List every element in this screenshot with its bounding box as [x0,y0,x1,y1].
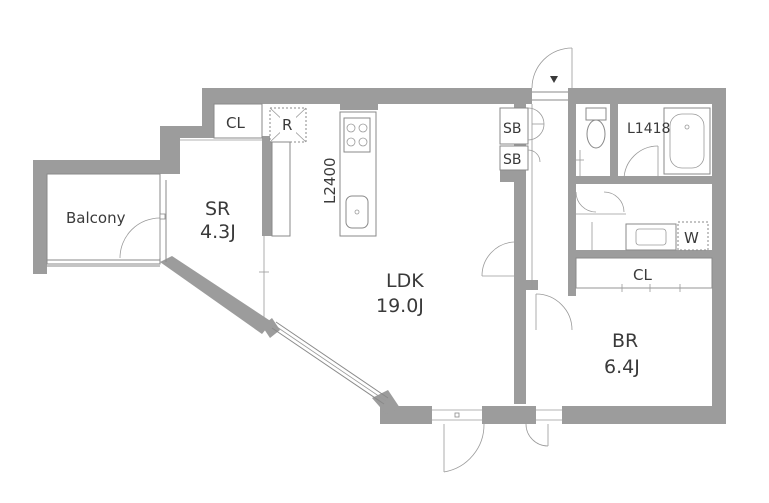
sr-closet-label: CL [226,114,245,132]
ldk-size: 19.0J [376,295,424,317]
toilet-icon [586,119,606,149]
br-closet-label: CL [633,266,652,284]
washer-icon [677,221,709,251]
fridge: R [269,107,307,143]
diagonal-window [271,321,389,405]
balcony-label: Balcony [66,209,126,227]
sr-name: SR [205,198,230,220]
br-size: 6.4J [604,356,640,378]
room-br: CL BR 6.4J [535,257,713,378]
balcony: Balcony [46,173,167,267]
washroom: W [575,191,709,251]
ldk-name: LDK [386,270,424,292]
fridge-label: R [282,116,292,134]
shoe-box-1-label: SB [503,121,522,137]
toilet-tank-icon [585,107,607,121]
walls [33,88,726,424]
wc [576,107,607,176]
sink-icon [345,195,369,229]
br-name: BR [612,330,638,352]
washbasin-icon [635,228,667,246]
bathroom: L1418 [623,107,711,181]
kitchen-length-label: L2400 [321,157,339,204]
bath-length-label: L1418 [627,121,670,137]
shoe-boxes: SB SB [499,104,545,290]
room-ldk: LDK 19.0J [376,241,515,317]
room-sr: CL SR 4.3J [180,103,269,320]
sr-size: 4.3J [200,221,236,243]
entrance [531,47,573,101]
stove-icon [343,117,371,153]
shoe-box-2-label: SB [503,152,522,168]
washer-label: W [684,229,699,247]
bottom-doors [432,409,562,473]
kitchen: L2400 [271,111,377,237]
entrance-arrow-icon [550,76,558,83]
bathtub-icon [663,107,711,175]
